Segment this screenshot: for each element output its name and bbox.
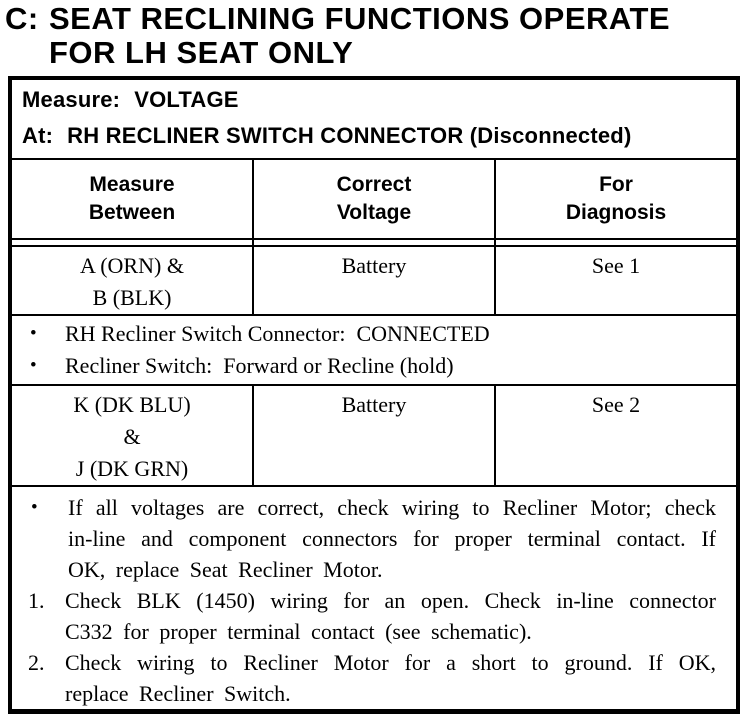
table-row-2: K (DK BLU) & J (DK GRN) Battery See 2 xyxy=(12,386,736,487)
cell-measure-between-2: K (DK BLU) & J (DK GRN) xyxy=(12,386,252,485)
header-text: Between xyxy=(88,201,176,224)
header-correct-voltage: Correct Voltage xyxy=(252,160,494,238)
title-text-2: FOR LH SEAT ONLY xyxy=(49,35,354,70)
cell-text: B (BLK) xyxy=(92,285,172,310)
cell-text: J (DK GRN) xyxy=(75,456,189,481)
measure-value: VOLTAGE xyxy=(134,87,239,112)
measurement-info: Measure: VOLTAGE At: RH RECLINER SWITCH CO… xyxy=(12,80,736,160)
bullet-icon: • xyxy=(30,323,37,344)
note-text: Check wiring to Recliner Motor for a sho… xyxy=(65,650,716,706)
cell-measure-between-1: A (ORN) & B (BLK) xyxy=(12,247,252,314)
cell-for-diagnosis-1: See 1 xyxy=(494,247,736,314)
cell-correct-voltage-2: Battery xyxy=(252,386,494,485)
header-measure-between: Measure Between xyxy=(12,160,252,238)
at-line: At: RH RECLINER SWITCH CONNECTOR (Disconn… xyxy=(22,118,728,154)
header-text: Diagnosis xyxy=(565,201,667,224)
page-title: C: SEAT RECLINING FUNCTIONS OPERATE FOR L… xyxy=(5,2,670,70)
header-text: For xyxy=(599,173,633,196)
table-row-1: A (ORN) & B (BLK) Battery See 1 xyxy=(12,247,736,316)
rule-segment xyxy=(252,240,494,245)
condition-text: RH Recliner Switch Connector: CONNECTED xyxy=(65,321,490,346)
section-letter: C: xyxy=(5,1,39,36)
title-line-2: FOR LH SEAT ONLY xyxy=(5,36,670,70)
note-item: 1. Check BLK (1450) wiring for an open. C… xyxy=(28,585,716,647)
at-value: RH RECLINER SWITCH CONNECTOR (Disconnect… xyxy=(67,123,632,148)
note-text: If all voltages are correct, check wirin… xyxy=(68,495,716,582)
note-item: 2. Check wiring to Recliner Motor for a s… xyxy=(28,647,716,709)
condition-item: • Recliner Switch: Forward or Recline (ho… xyxy=(30,350,726,382)
note-number: 2. xyxy=(28,650,45,675)
measure-label: Measure: xyxy=(22,87,121,112)
header-double-rule xyxy=(12,238,736,247)
note-text: Check BLK (1450) wiring for an open. Che… xyxy=(65,588,716,644)
note-item: • If all voltages are correct, check wiri… xyxy=(28,492,716,585)
header-text: Voltage xyxy=(336,201,412,224)
column-header-row: Measure Between Correct Voltage For Diag… xyxy=(12,160,736,238)
rule-segment xyxy=(494,240,736,245)
title-line-1: C: SEAT RECLINING FUNCTIONS OPERATE xyxy=(5,2,670,36)
at-label: At: xyxy=(22,123,54,148)
condition-text: Recliner Switch: Forward or Recline (hol… xyxy=(65,353,454,378)
bullet-icon: • xyxy=(31,497,38,518)
diagnosis-notes: • If all voltages are correct, check wiri… xyxy=(12,487,736,709)
rule-segment xyxy=(12,240,252,245)
header-for-diagnosis: For Diagnosis xyxy=(494,160,736,238)
diagnostic-table: Measure: VOLTAGE At: RH RECLINER SWITCH CO… xyxy=(8,76,740,714)
note-number: 1. xyxy=(28,588,45,613)
test-conditions: • RH Recliner Switch Connector: CONNECTED… xyxy=(12,316,736,386)
cell-for-diagnosis-2: See 2 xyxy=(494,386,736,485)
bullet-icon: • xyxy=(30,355,37,376)
header-text: Measure xyxy=(89,173,175,196)
title-text-1: SEAT RECLINING FUNCTIONS OPERATE xyxy=(49,1,671,36)
cell-text: & xyxy=(123,424,141,449)
condition-item: • RH Recliner Switch Connector: CONNECTED xyxy=(30,318,726,350)
cell-text: K (DK BLU) xyxy=(73,392,191,417)
header-text: Correct xyxy=(336,173,412,196)
measure-line: Measure: VOLTAGE xyxy=(22,82,728,118)
cell-correct-voltage-1: Battery xyxy=(252,247,494,314)
cell-text: A (ORN) & xyxy=(80,253,184,278)
